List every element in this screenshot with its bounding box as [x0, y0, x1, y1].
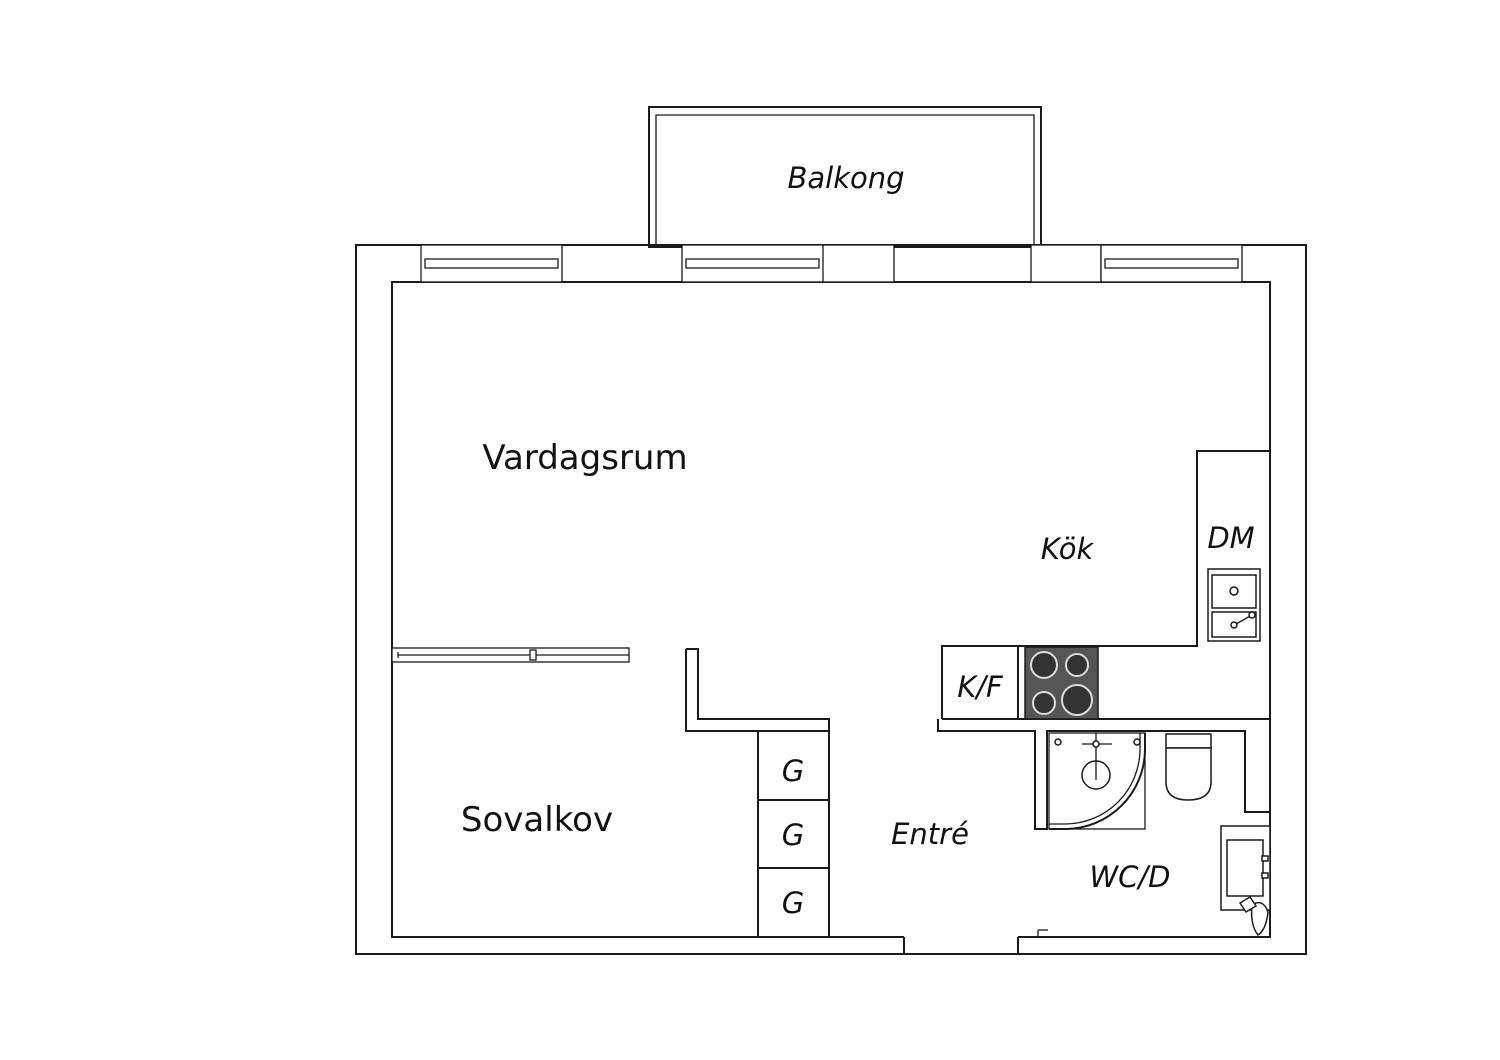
- kitchen-counter: [941, 450, 1270, 720]
- wardrobes: [757, 730, 830, 938]
- toilet-icon: [1165, 733, 1212, 801]
- dishwasher-label: DM: [1207, 521, 1254, 555]
- wardrobe-label: G: [782, 818, 804, 852]
- alcove-divider: [391, 647, 630, 937]
- bathroom-label: WC/D: [1089, 860, 1170, 894]
- hall-wall: [685, 648, 830, 732]
- shower-icon: [1048, 732, 1146, 830]
- window-balcony-right: [1030, 244, 1102, 283]
- wardrobe-label: G: [782, 754, 804, 788]
- kitchen-label: Kök: [1041, 532, 1095, 566]
- hall-label: Entré: [891, 817, 969, 851]
- balcony-label: Balkong: [787, 161, 904, 195]
- washbasin-icon: [1220, 825, 1271, 936]
- wardrobe-label: G: [782, 886, 804, 920]
- bathroom-walls: [937, 719, 1270, 830]
- exterior-walls: [355, 244, 1307, 955]
- window-left: [420, 244, 563, 283]
- window-balcony-door: [681, 244, 895, 283]
- sleeping-alcove-label: Sovalkov: [461, 800, 613, 840]
- window-right: [1100, 244, 1243, 283]
- living-room-label: Vardagsrum: [482, 438, 687, 478]
- stove-icon: [1024, 646, 1099, 720]
- fridge-freezer-label: K/F: [957, 670, 1004, 704]
